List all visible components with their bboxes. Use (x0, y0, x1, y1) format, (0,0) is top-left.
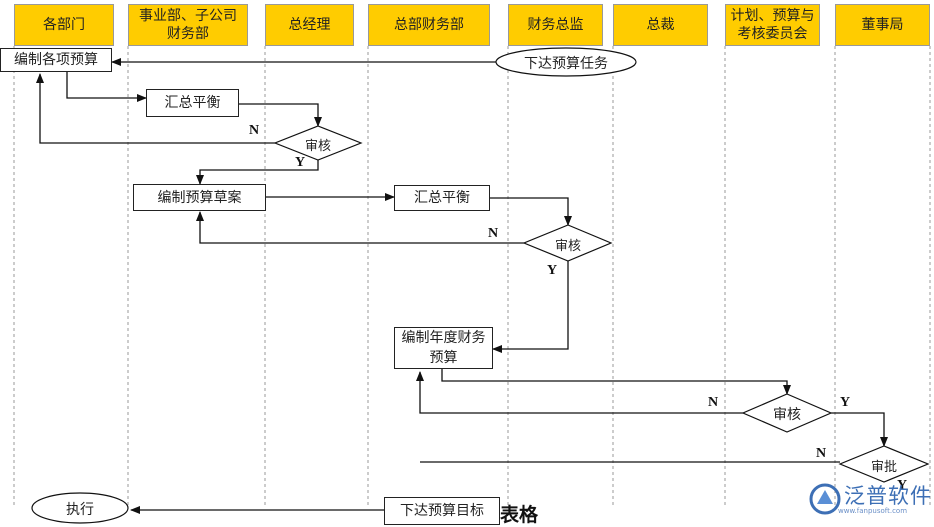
edge-review2-no (196, 211, 524, 244)
lane-header-president: 总裁 (613, 4, 708, 46)
brand-logo: 泛普软件 www.fanpusoft.com (808, 480, 932, 522)
lane-header-general-manager: 总经理 (265, 4, 354, 46)
label-review2-no: N (488, 226, 499, 241)
partial-caption: 表格 (500, 504, 539, 526)
node-draft-budget: 编制预算草案 (133, 184, 266, 211)
node-summary-1: 汇总平衡 (146, 89, 239, 117)
edge-review3-no (416, 371, 743, 414)
lane-header-division-finance: 事业部、子公司 财务部 (128, 4, 248, 46)
node-issue-targets: 下达预算目标 (384, 497, 500, 525)
label-approve-no: N (816, 446, 827, 461)
lane-dividers (13, 46, 931, 505)
label-review3-no: N (708, 395, 719, 410)
edge-review1-yes (196, 160, 319, 185)
lane-header-cfo: 财务总监 (508, 4, 603, 46)
node-review-2: 审核 (554, 239, 581, 254)
edge-summary2-to-review2 (490, 197, 572, 226)
lane-header-departments: 各部门 (14, 4, 114, 46)
review-1-diamond (273, 125, 363, 161)
brand-logo-url: www.fanpusoft.com (838, 507, 908, 515)
review-3-diamond (741, 393, 833, 433)
edge-annual-to-review3 (441, 369, 791, 395)
edge-review3-yes (831, 412, 888, 447)
label-review2-yes: Y (547, 263, 558, 278)
node-execute: 执行 (66, 502, 94, 518)
edge-compile-to-summary1 (66, 72, 147, 102)
label-review3-yes: Y (840, 395, 851, 410)
node-approve: 审批 (870, 460, 897, 475)
lane-header-hq-finance: 总部财务部 (368, 4, 490, 46)
node-compile-budgets: 编制各项预算 (0, 48, 112, 72)
edge-review1-no (36, 73, 275, 144)
lane-header-board: 董事局 (835, 4, 930, 46)
edge-review2-yes (492, 261, 569, 353)
issue-tasks-ellipse (495, 47, 637, 77)
node-summary-2: 汇总平衡 (394, 185, 490, 211)
label-review1-yes: Y (295, 155, 306, 170)
node-annual-budget: 编制年度财务 预算 (394, 327, 493, 369)
label-approve-yes: Y (897, 478, 908, 493)
edge-summary1-to-review1 (239, 103, 322, 127)
approve-diamond (838, 445, 930, 483)
label-review1-no: N (249, 123, 260, 138)
brand-logo-name: 泛普软件 (844, 484, 932, 508)
execute-ellipse (31, 492, 129, 524)
node-review-1: 审核 (304, 139, 331, 154)
node-issue-tasks: 下达预算任务 (524, 56, 608, 72)
lane-header-committee: 计划、预算与 考核委员会 (725, 4, 820, 46)
node-review-3: 审核 (773, 407, 801, 423)
brand-logo-icon (809, 483, 841, 515)
review-2-diamond (522, 224, 613, 262)
